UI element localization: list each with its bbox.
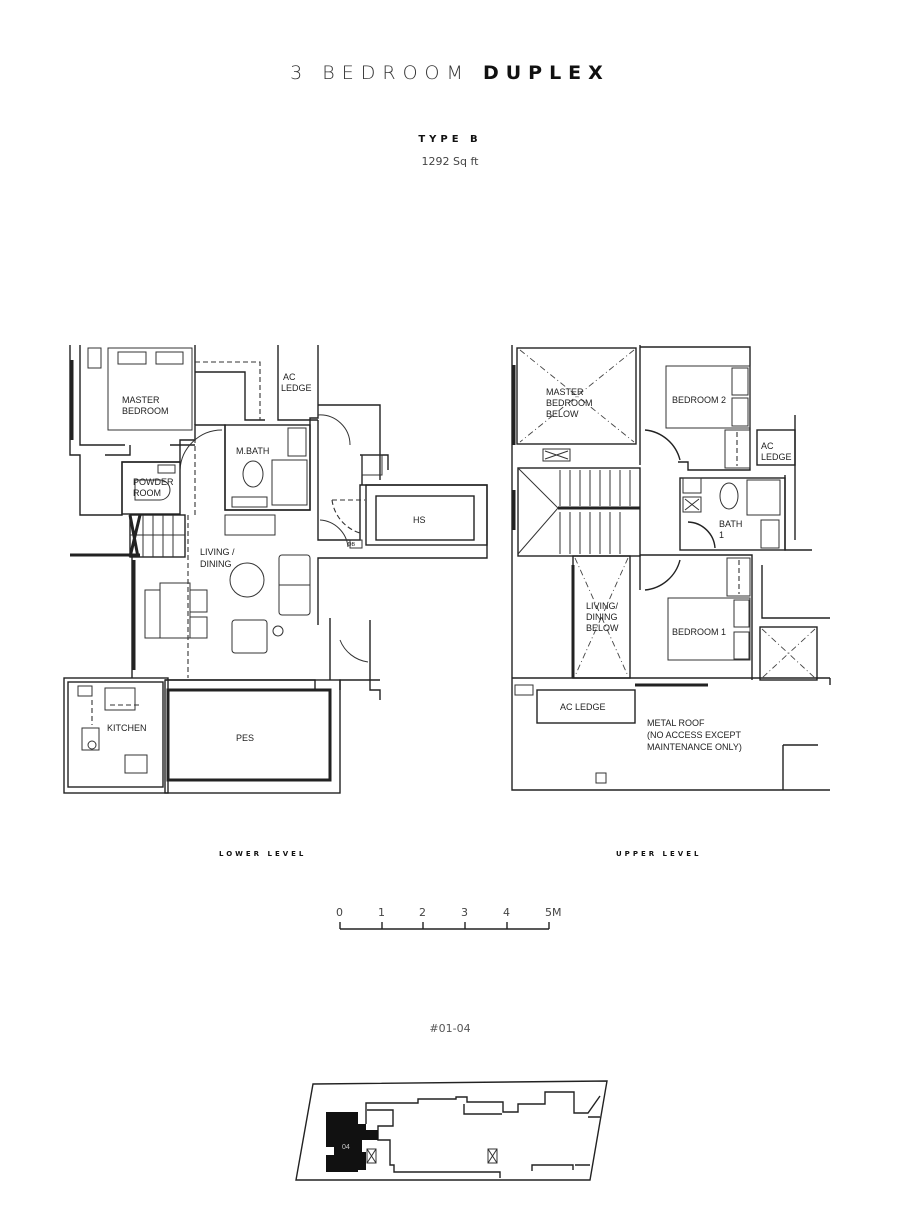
bed-bedroom-2: [665, 365, 751, 429]
unit-number: #01-04: [429, 1022, 471, 1035]
unit-type: TYPE B: [418, 134, 482, 145]
bed-bedroom-1: [667, 597, 751, 661]
room-label-pes: PES: [236, 733, 254, 743]
scale-tick-3: 3: [461, 906, 468, 919]
unit-04-highlight: [326, 1112, 378, 1172]
scale-tick-2: 2: [419, 906, 426, 919]
room-label-ac-ledge-bottom: AC LEDGE: [560, 702, 606, 712]
room-label-hs: HS: [413, 515, 426, 525]
room-label-m-bath: M.BATH: [236, 446, 269, 456]
lower-level-plan: DB: [63, 345, 488, 794]
scale-tick-1: 1: [378, 906, 385, 919]
staircase: [517, 467, 641, 557]
dining-table: [159, 582, 191, 639]
key-plan-unit-label: 04: [342, 1144, 350, 1151]
page-title: 3 BEDROOM DUPLEX: [0, 62, 900, 84]
upper-level-caption: UPPER LEVEL: [616, 850, 702, 858]
upper-level-plan: [511, 345, 831, 791]
room-label-kitchen: KITCHEN: [107, 723, 147, 733]
scale-tick-0: 0: [336, 906, 343, 919]
room-label-bedroom-2: BEDROOM 2: [672, 395, 726, 405]
key-plan: 04: [295, 1080, 608, 1181]
master-bedroom-below-void: [516, 347, 637, 445]
scale-tick-4: 4: [503, 906, 510, 919]
lower-level-caption: LOWER LEVEL: [219, 850, 307, 858]
bed: [107, 347, 193, 431]
unit-area: 1292 Sq ft: [421, 155, 479, 168]
room-label-bedroom-1: BEDROOM 1: [672, 627, 726, 637]
title-light: 3 BEDROOM: [290, 62, 470, 84]
lbl-db: DB: [348, 542, 356, 548]
room-label-living-dining: LIVING /DINING: [200, 547, 235, 569]
scale-tick-5m: 5M: [545, 906, 562, 919]
title-bold: DUPLEX: [482, 62, 610, 84]
scale-bar: 0 1 2 3 4 5M: [336, 906, 562, 930]
